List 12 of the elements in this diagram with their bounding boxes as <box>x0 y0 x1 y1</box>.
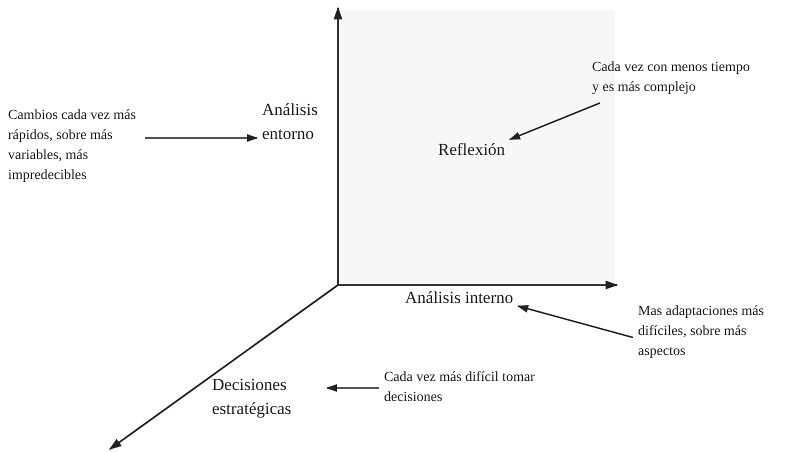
arrow <box>517 305 634 338</box>
arrow <box>326 384 379 392</box>
arrow <box>145 134 258 142</box>
node-text: Decisiones estratégicas <box>212 374 292 420</box>
node-text: Cambios cada vez más rápidos, sobre más variables, más impredecibles <box>8 107 137 185</box>
node-text: Mas adaptaciones más difíciles, sobre más aspectos <box>638 303 765 361</box>
node-text: Cada vez más difícil tomar decisiones <box>384 369 536 407</box>
node-text: Cada vez con menos tiempo y es más complejo <box>592 59 751 97</box>
node-text: Reflexión <box>438 139 506 161</box>
node-text: Análisis entorno <box>262 99 319 145</box>
node-text: Análisis interno <box>405 287 514 309</box>
arrow <box>509 102 600 140</box>
